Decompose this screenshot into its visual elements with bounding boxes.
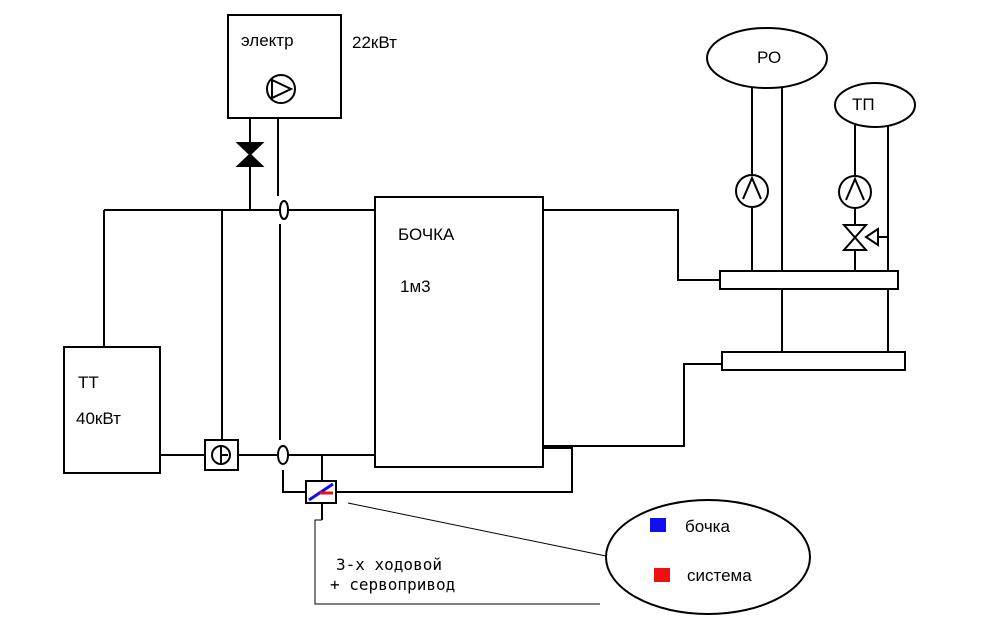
pipes <box>103 85 889 520</box>
electric-boiler-label: электр <box>241 31 294 50</box>
electric-pump-icon <box>266 74 296 104</box>
supply-manifold <box>719 270 899 290</box>
legend-swatch-tank <box>650 518 666 532</box>
radiators-label: РО <box>757 48 781 67</box>
tank-top-output <box>543 209 720 281</box>
solid-fuel-boiler-label: ТТ <box>78 373 99 392</box>
electric-return-riser <box>277 118 281 440</box>
top-crossover-arc <box>279 200 290 220</box>
ro-pump-icon <box>735 174 769 208</box>
legend: бочка система <box>605 499 811 615</box>
electric-boiler <box>227 14 342 119</box>
legend-label-system: система <box>687 566 752 585</box>
solid-fuel-power-label: 40кВт <box>76 409 121 428</box>
bottom-crossover-arc <box>277 445 290 465</box>
electric-power-label: 22кВт <box>352 33 397 52</box>
valve-label-line1: 3-х ходовой <box>336 555 442 574</box>
return-manifold <box>721 351 906 371</box>
tank-bottom-output <box>543 363 722 447</box>
tp-mixing-valve-icon <box>841 224 879 251</box>
three-way-valve-icon <box>305 480 337 504</box>
tp-pump-icon <box>838 175 872 209</box>
shutoff-valve-icon <box>235 142 265 167</box>
valve-label-bracket <box>314 519 600 605</box>
valve-label-line2: + сервопривод <box>330 575 455 594</box>
tank-volume-label: 1м3 <box>400 277 431 296</box>
floor-heating-circuit <box>834 82 916 128</box>
legend-swatch-system <box>654 568 670 582</box>
valve-branch-pipe <box>282 447 573 493</box>
legend-pointer-line <box>347 502 607 557</box>
tank <box>374 196 544 468</box>
radiators-circuit <box>706 27 828 89</box>
solid-fuel-boiler <box>63 346 161 474</box>
floor-heating-label: ТП <box>852 95 875 114</box>
tt-pump-icon <box>204 439 239 471</box>
tank-label: БОЧКА <box>398 225 455 244</box>
legend-label-tank: бочка <box>685 517 730 536</box>
